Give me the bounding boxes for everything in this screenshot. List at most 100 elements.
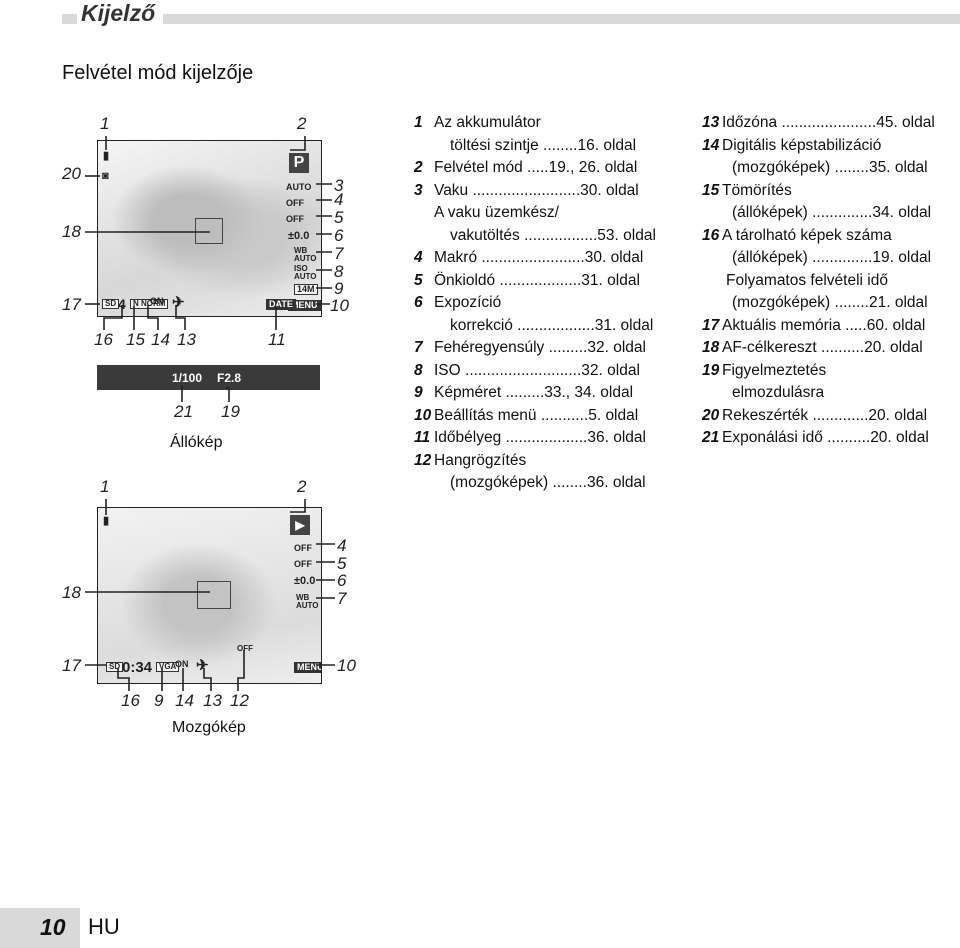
shutter-speed: 1/100 (172, 371, 203, 385)
shooting-mode-icon: P (289, 153, 309, 173)
image-stabilizer-icon: ON (175, 659, 189, 669)
list-item: Folyamatos felvételi idő (726, 271, 888, 289)
list-item: (mozgóképek) ........35. oldal (732, 159, 928, 176)
callout-number: 17 (62, 295, 81, 314)
callout-number: 10 (337, 656, 356, 675)
callout-number: 15 (126, 330, 145, 349)
callout-number: 1 (100, 114, 110, 133)
list-item: (mozgóképek) ........36. oldal (450, 474, 646, 491)
page-footer-tab: 10 (0, 908, 80, 948)
photo-mode-screen: ▮ ◙ P AUTO OFF OFF ±0.0 WB AUTO ISO AUTO… (97, 140, 322, 317)
self-timer-icon: OFF (294, 559, 312, 569)
callout-number: 11 (268, 330, 286, 349)
movie-caption: Mozgókép (172, 719, 246, 736)
callout-number: 18 (62, 222, 81, 241)
flash-icon: AUTO (286, 182, 312, 192)
white-balance-icon: WB AUTO (296, 593, 319, 610)
callout-number: 13 (177, 330, 196, 349)
list-item: (állóképek) ..............34. oldal (732, 204, 932, 221)
camera-shake-icon: ◙ (102, 170, 109, 182)
sample-photo (98, 508, 321, 683)
callout-number: 19 (221, 402, 240, 421)
world-time-icon: ✈ (172, 294, 185, 311)
image-size-icon: 14M (294, 284, 318, 295)
callout-number: 20 (62, 164, 81, 183)
callout-number: 12 (230, 691, 249, 710)
list-item: elmozdulásra (732, 384, 825, 401)
callout-number: 16 (94, 330, 113, 349)
callout-number: 3 (334, 176, 344, 195)
aperture-value: F2.8 (217, 371, 242, 385)
shutter-aperture-strip: 1/100 F2.8 (97, 365, 320, 390)
callout-number: 6 (337, 571, 347, 590)
callout-number: 13 (203, 691, 222, 710)
sample-photo (98, 141, 321, 316)
sound-record-icon: OFF (237, 644, 253, 653)
language-code: HU (88, 914, 120, 939)
section-header: Kijelző (62, 0, 960, 27)
page-number: 10 (40, 914, 66, 940)
callout-number: 14 (151, 330, 170, 349)
list-item: (mozgóképek) ........21. oldal (732, 294, 928, 311)
callout-number: 21 (174, 402, 193, 421)
white-balance-icon: WB AUTO (294, 246, 317, 263)
battery-icon: ▮ (103, 515, 110, 527)
callout-number: 16 (121, 691, 140, 710)
callout-number: 2 (297, 477, 307, 496)
callout-number: 5 (337, 554, 347, 573)
callout-number: 18 (62, 583, 81, 602)
header-rule (62, 14, 960, 24)
af-target-frame (197, 581, 231, 609)
page-subtitle: Felvétel mód kijelzője (62, 62, 254, 84)
callout-number: 10 (330, 296, 349, 315)
battery-icon: ▮ (103, 150, 110, 162)
callout-number: 4 (337, 536, 347, 555)
callout-number: 5 (334, 208, 344, 227)
macro-icon: OFF (294, 543, 312, 553)
list-item: töltési szintje ........16. oldal (450, 136, 637, 154)
callout-number: 1 (100, 477, 110, 496)
iso-icon: ISO AUTO (294, 264, 317, 281)
section-title: Kijelző (77, 0, 164, 27)
world-time-icon: ✈ (196, 657, 209, 674)
shots-remaining: 4 (118, 296, 126, 312)
callout-number: 6 (334, 226, 344, 245)
callout-number: 9 (334, 279, 344, 298)
memory-icon: SD (106, 662, 124, 672)
exposure-comp-icon: ±0.0 (288, 230, 310, 242)
date-icon: DATE (266, 299, 296, 310)
photo-caption: Állókép (170, 434, 223, 451)
exposure-comp-icon: ±0.0 (294, 575, 316, 587)
callout-number: 14 (175, 691, 194, 710)
self-timer-icon: OFF (286, 214, 304, 224)
af-target-frame (195, 218, 223, 244)
menu-icon: MENU (294, 662, 321, 673)
callout-number: 8 (334, 262, 344, 281)
callout-number: 4 (334, 190, 344, 209)
list-item: (állóképek) ..............19. oldal (732, 249, 932, 266)
movie-mode-screen: ▮ ▶ OFF OFF ±0.0 WB AUTO OFF MENU SD 0:3… (97, 507, 322, 684)
movie-mode-icon: ▶ (290, 515, 310, 535)
list-item: vakutöltés .................53. oldal (450, 226, 656, 244)
memory-icon: SD (102, 299, 120, 309)
recording-time: 0:34 (122, 659, 153, 676)
